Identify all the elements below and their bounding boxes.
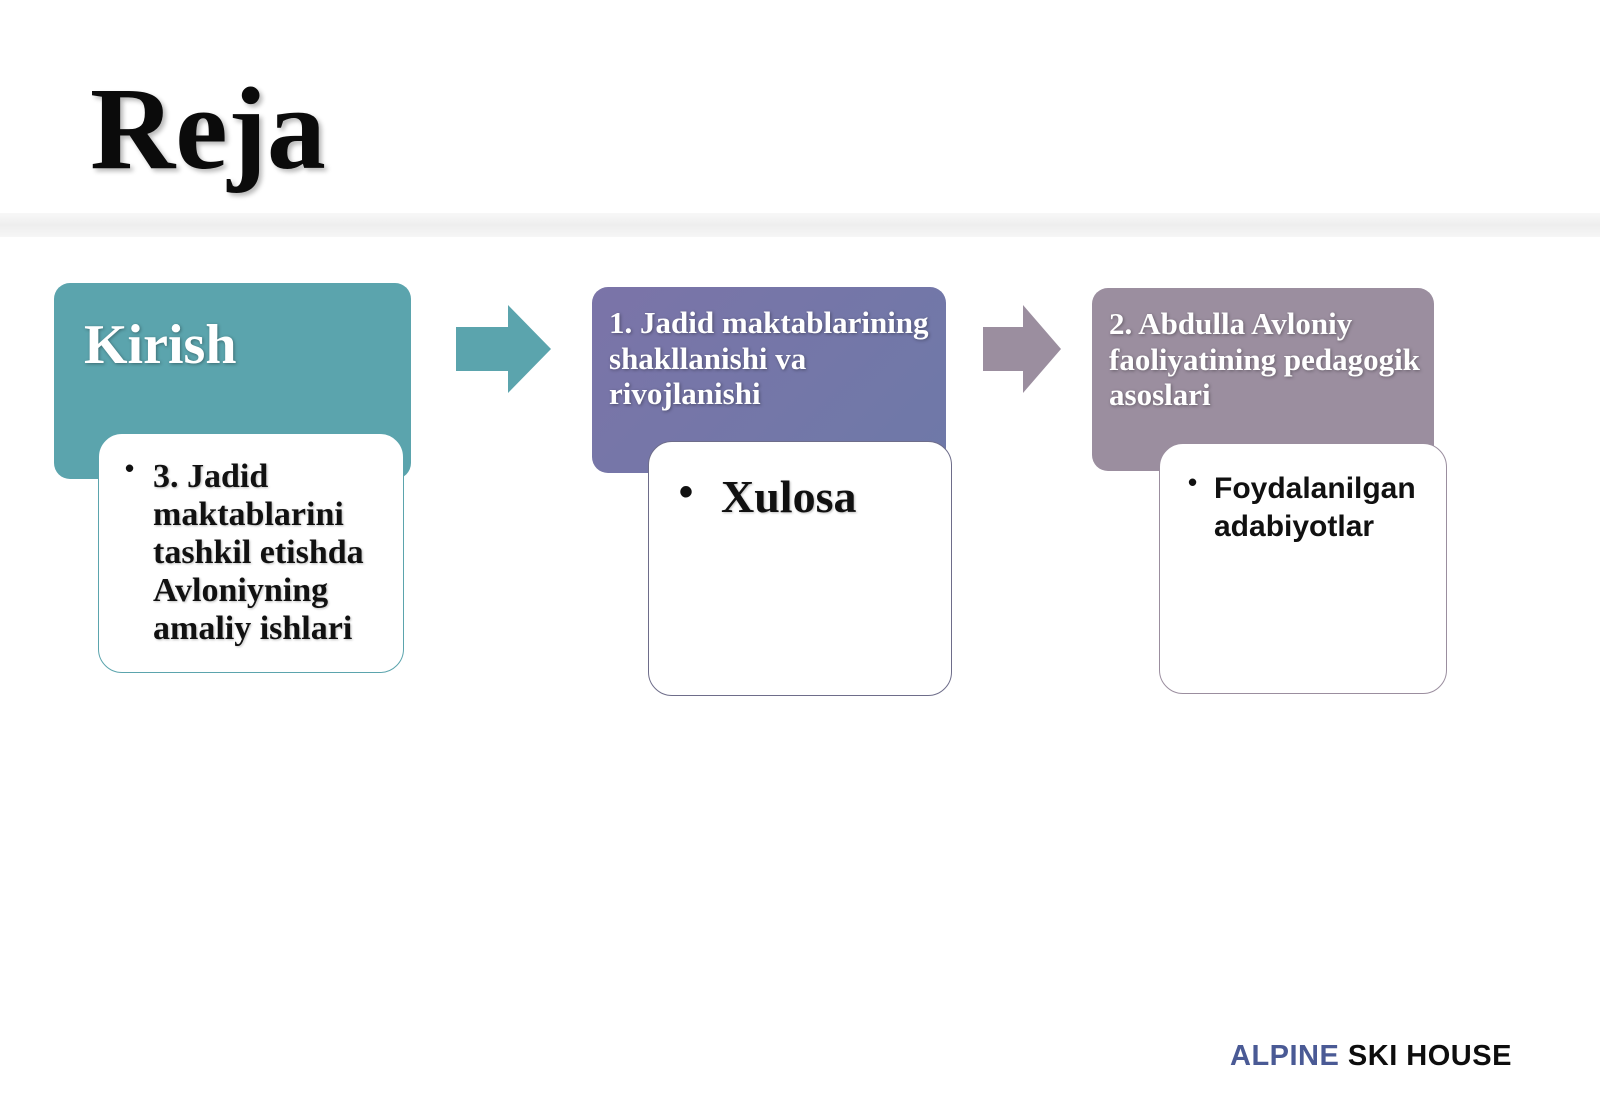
right-arrow-icon <box>983 305 1061 393</box>
brand-logo: ALPINE SKI HOUSE <box>1230 1040 1512 1073</box>
bullet-icon: • <box>1188 467 1198 497</box>
title-divider <box>0 213 1600 237</box>
step-3-detail-box: • Foydalanilgan adabiyotlar <box>1159 443 1447 694</box>
step-2-detail-text: Xulosa <box>721 471 857 522</box>
step-1-header-text: Kirish <box>84 314 237 376</box>
step-3-header-box: 2. Abdulla Avloniy faoliyatining pedagog… <box>1092 288 1434 471</box>
brand-name-part-1: ALPINE <box>1230 1040 1340 1072</box>
brand-name-part-2: SKI HOUSE <box>1347 1040 1512 1072</box>
bullet-icon: • <box>125 453 135 483</box>
arrow-2-shape <box>983 305 1061 393</box>
step-1-detail-text: 3. Jadid maktablarini tashkil etishda Av… <box>153 458 364 648</box>
arrow-1-shape <box>456 305 551 393</box>
step-2-header-text: 1. Jadid maktablarining shakllanishi va … <box>609 305 929 412</box>
step-1-detail-box: • 3. Jadid maktablarini tashkil etishda … <box>98 433 404 673</box>
bullet-icon: • <box>679 470 694 514</box>
step-2-detail-box: • Xulosa <box>648 441 952 696</box>
step-3-detail-text: Foydalanilgan adabiyotlar <box>1214 472 1416 543</box>
step-3-header-text: 2. Abdulla Avloniy faoliyatining pedagog… <box>1109 306 1420 413</box>
right-arrow-icon <box>456 305 551 393</box>
slide-title: Reja <box>90 63 326 194</box>
